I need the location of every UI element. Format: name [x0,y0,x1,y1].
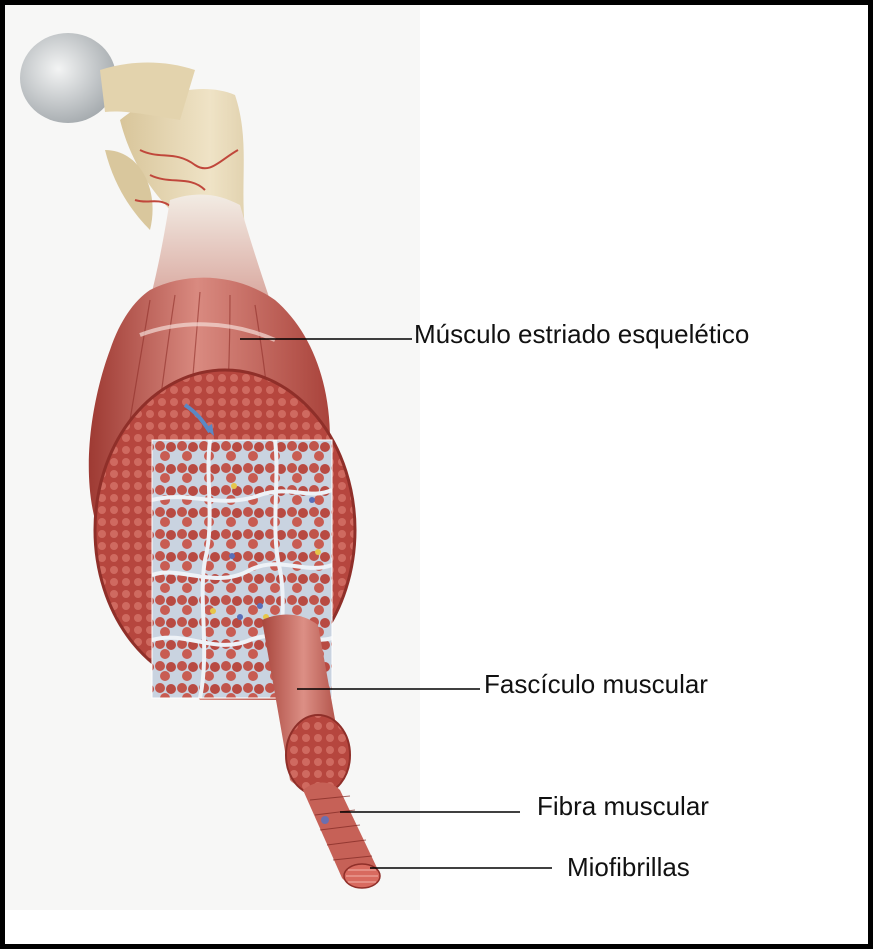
label-fibra-muscular: Fibra muscular [537,793,709,819]
label-fasciculo-muscular: Fascículo muscular [484,671,708,697]
label-miofibrillas: Miofibrillas [567,854,690,880]
label-musculo-estriado: Músculo estriado esquelético [414,321,749,347]
